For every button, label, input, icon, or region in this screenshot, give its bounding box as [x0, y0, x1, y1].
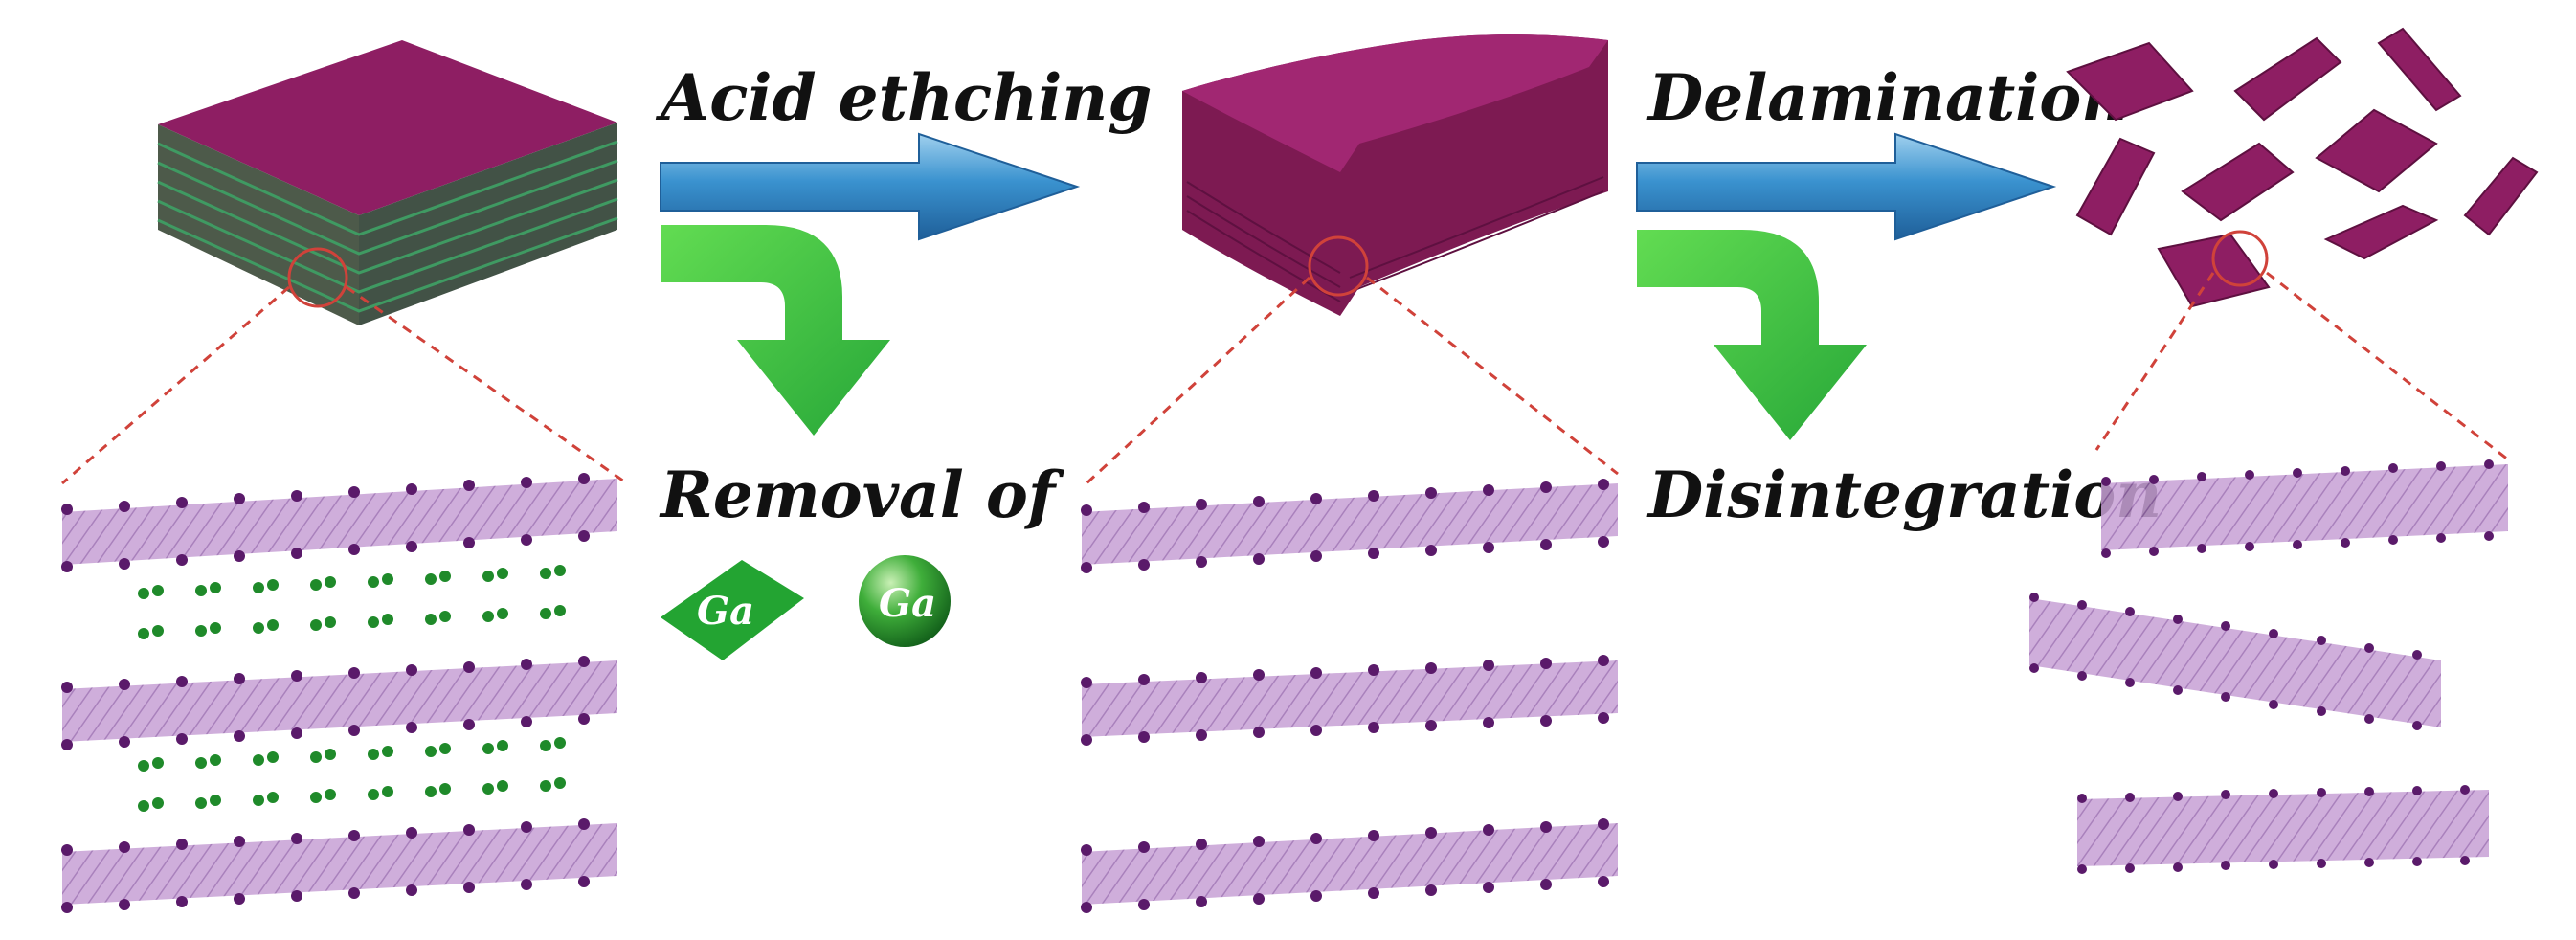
- right-arrow-icon: [1636, 132, 2057, 241]
- ga-diamond-label: Ga: [697, 589, 754, 634]
- label-acid-etching: Acid ethching: [655, 60, 1152, 135]
- ga-sphere-icon: Ga: [859, 555, 951, 647]
- bent-down-arrow-icon: [661, 225, 890, 436]
- mxene-flakes: [2066, 27, 2539, 308]
- max-layer-middle: [61, 656, 617, 750]
- mxene-sheet-3: [2077, 785, 2489, 874]
- label-removal-of: Removal of: [659, 458, 1064, 532]
- zoom-lines: [1085, 276, 1619, 485]
- ga-diamond-icon: Ga: [661, 560, 804, 660]
- mxene-layer-middle: [1081, 655, 1618, 746]
- mxene-sheet-2: [2029, 593, 2441, 730]
- zoom-circle: [1308, 235, 1369, 297]
- max-phase-block: [157, 40, 618, 325]
- zoom-circle: [287, 247, 348, 308]
- bent-down-arrow-icon: [1637, 230, 1867, 440]
- mxene-layer-bottom: [1081, 818, 1618, 913]
- ga-sphere-label: Ga: [879, 581, 936, 626]
- right-arrow-icon: [660, 132, 1081, 241]
- zoom-circle: [2211, 230, 2269, 287]
- label-disintegration: Disintegration: [1646, 458, 2162, 532]
- ga-atom-row-2: [138, 737, 566, 812]
- zoom-lines: [2094, 271, 2509, 461]
- label-delamination: Delamination: [1646, 60, 2127, 135]
- mxene-block: [1182, 34, 1608, 316]
- max-layer-top: [61, 473, 617, 572]
- mxene-sheet-1: [2101, 459, 2508, 558]
- mxene-layer-top: [1081, 479, 1618, 573]
- ga-atom-row-1: [138, 565, 566, 639]
- max-layer-bottom: [61, 818, 617, 913]
- zoom-lines: [61, 285, 628, 485]
